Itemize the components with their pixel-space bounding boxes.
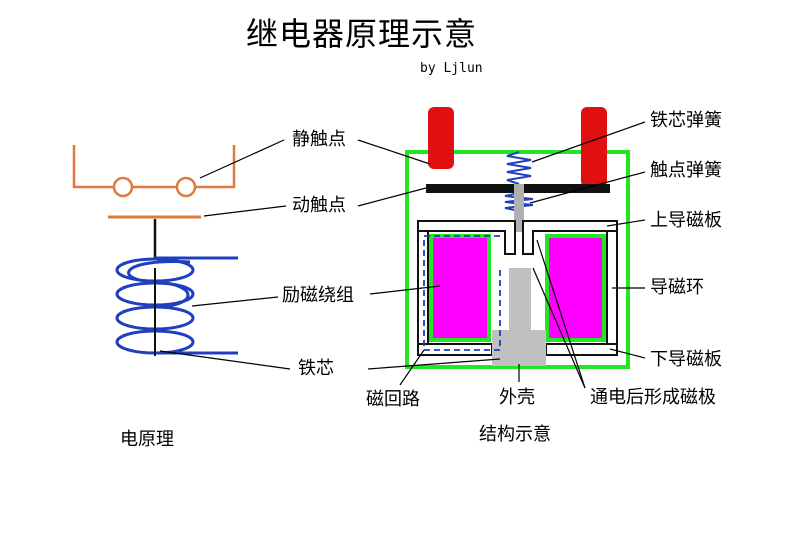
leader-lines <box>159 121 646 389</box>
caption-principle: 电原理 <box>120 429 174 450</box>
diagram-title: 继电器原理示意 <box>246 15 478 53</box>
label-static-contact: 静触点 <box>292 129 346 150</box>
structure-schematic <box>405 107 630 369</box>
lower-plate-right <box>545 343 618 356</box>
label-contact-spring: 触点弹簧 <box>650 160 722 181</box>
caption-structure: 结构示意 <box>479 424 551 445</box>
winding-left <box>429 234 491 342</box>
static-contact-right <box>175 176 197 198</box>
coil-winding <box>115 256 238 355</box>
terminal-left <box>428 107 454 169</box>
core-spring <box>506 151 532 185</box>
iron-core <box>492 268 546 366</box>
spring-rod <box>514 184 524 232</box>
label-excitation-winding: 励磁绕组 <box>282 285 354 306</box>
author-byline: by Ljlun <box>420 61 483 76</box>
label-magnetic-ring: 导磁环 <box>650 277 704 298</box>
terminal-right <box>581 107 607 187</box>
label-poles: 通电后形成磁极 <box>590 387 716 408</box>
static-contact-left <box>112 176 134 198</box>
label-lower-plate: 下导磁板 <box>650 349 722 370</box>
label-magnetic-circuit: 磁回路 <box>366 389 420 410</box>
label-moving-contact: 动触点 <box>292 195 346 216</box>
static-contact-bracket <box>72 145 236 189</box>
label-housing: 外壳 <box>499 387 535 408</box>
upper-plate-right <box>522 220 618 255</box>
principle-schematic <box>72 145 238 356</box>
contact-spring <box>504 192 534 212</box>
winding-right <box>545 234 606 342</box>
label-iron-core: 铁芯 <box>298 358 334 379</box>
label-core-spring: 铁芯弹簧 <box>650 110 722 131</box>
label-upper-plate: 上导磁板 <box>650 210 722 231</box>
